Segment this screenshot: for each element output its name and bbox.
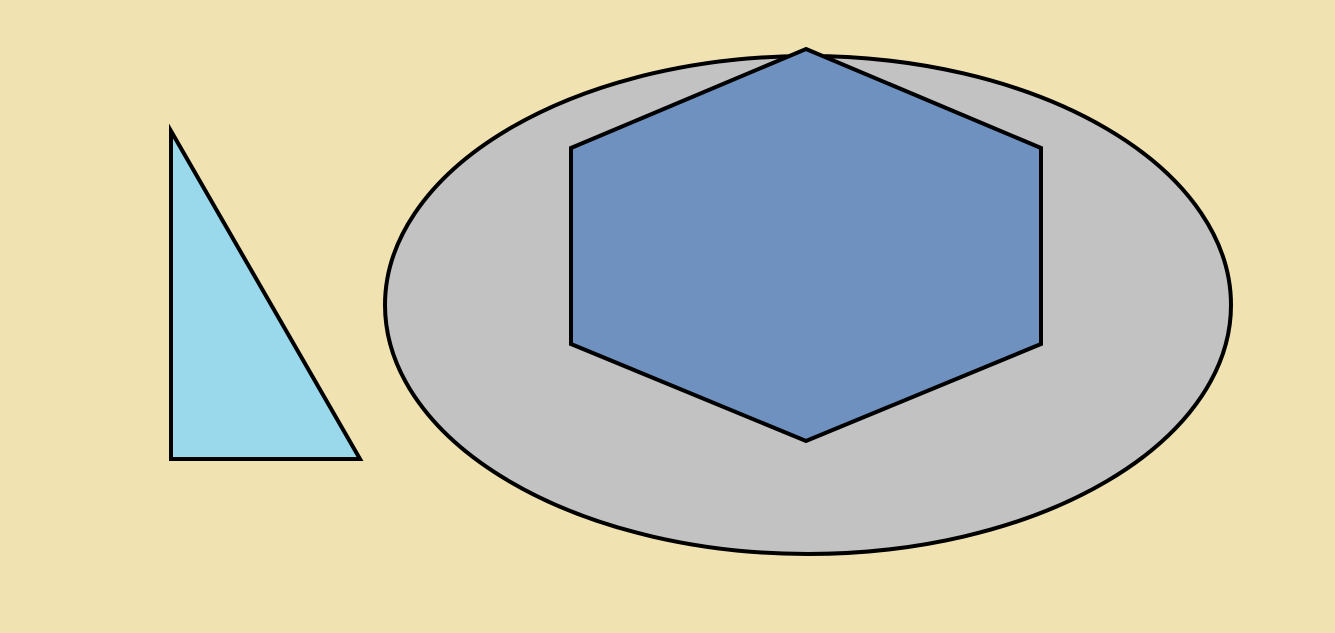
right-triangle [169, 123, 364, 461]
hexagon [569, 46, 1043, 444]
